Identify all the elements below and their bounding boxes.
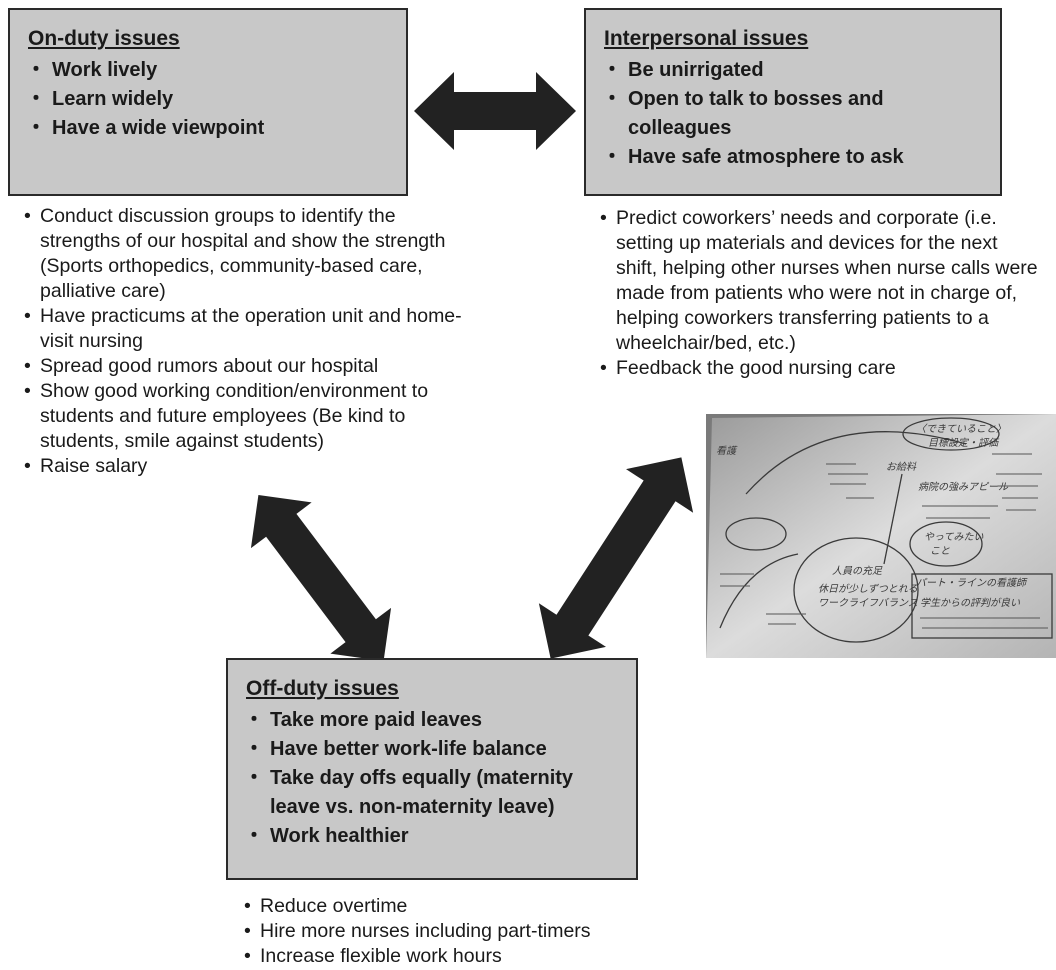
list-item: Hire more nurses including part-timers <box>242 919 682 944</box>
photo-note-text: パート・ラインの看護師 <box>916 577 1028 589</box>
interpersonal-action-list: Predict coworkers’ needs and corporate (… <box>598 206 1038 381</box>
on-duty-goal-list: Work lively Learn widely Have a wide vie… <box>26 56 388 143</box>
list-item: Take day offs equally (maternity leave v… <box>244 764 618 822</box>
list-item: Take more paid leaves <box>244 706 618 735</box>
list-item: Open to talk to bosses and colleagues <box>602 85 982 143</box>
arrow-on-duty-interpersonal <box>414 72 576 150</box>
photo-note-text: やってみたい <box>924 531 984 543</box>
list-item: Work lively <box>26 56 388 85</box>
off-duty-goal-list: Take more paid leaves Have better work-l… <box>244 706 618 851</box>
list-item: Reduce overtime <box>242 894 682 919</box>
list-item: Spread good rumors about our hospital <box>22 354 474 379</box>
off-duty-title: Off-duty issues <box>246 677 399 700</box>
list-item: Have safe atmosphere to ask <box>602 143 982 172</box>
photo-note-text: 休日が少しずつとれる <box>818 583 918 595</box>
off-duty-issues-box: Off-duty issues Take more paid leaves Ha… <box>226 658 638 880</box>
photo-note-text: 〈できていること〉 <box>916 423 1006 435</box>
photo-note-text: 看護 <box>716 445 738 457</box>
photo-note-text: 目標設定・評価 <box>928 437 1000 449</box>
on-duty-action-list: Conduct discussion groups to identify th… <box>22 204 474 479</box>
list-item: Feedback the good nursing care <box>598 356 1038 381</box>
photo-note-text: こと <box>930 546 950 557</box>
list-item: Predict coworkers’ needs and corporate (… <box>598 206 1038 356</box>
list-item: Have practicums at the operation unit an… <box>22 304 474 354</box>
photo-note-text: 学生からの評判が良い <box>920 597 1020 609</box>
list-item: Work healthier <box>244 822 618 851</box>
list-item: Be unirrigated <box>602 56 982 85</box>
discussion-board-photo: 〈できていること〉 目標設定・評価 人員の充足 やってみたい こと 病院の強みア… <box>706 414 1056 658</box>
photo-note-text: 人員の充足 <box>832 565 883 577</box>
list-item: Have a wide viewpoint <box>26 114 388 143</box>
photo-note-text: 病院の強みアピール <box>918 481 1009 493</box>
off-duty-action-list: Reduce overtime Hire more nurses includi… <box>242 894 682 969</box>
interpersonal-issues-box: Interpersonal issues Be unirrigated Open… <box>584 8 1002 196</box>
on-duty-title: On-duty issues <box>28 27 180 50</box>
photo-note-text: ワークライフバランス <box>818 597 918 609</box>
interpersonal-goal-list: Be unirrigated Open to talk to bosses an… <box>602 56 982 172</box>
list-item: Raise salary <box>22 454 474 479</box>
list-item: Show good working condition/environment … <box>22 379 474 454</box>
photo-note-text: お給料 <box>886 461 917 473</box>
list-item: Conduct discussion groups to identify th… <box>22 204 474 304</box>
whiteboard-photo-image: 〈できていること〉 目標設定・評価 人員の充足 やってみたい こと 病院の強みア… <box>706 414 1056 658</box>
list-item: Learn widely <box>26 85 388 114</box>
on-duty-issues-box: On-duty issues Work lively Learn widely … <box>8 8 408 196</box>
interpersonal-title: Interpersonal issues <box>604 27 809 50</box>
list-item: Have better work-life balance <box>244 735 618 764</box>
arrow-interpersonal-off-duty <box>538 457 694 659</box>
arrow-on-duty-off-duty <box>250 494 392 662</box>
list-item: Increase flexible work hours <box>242 944 682 969</box>
